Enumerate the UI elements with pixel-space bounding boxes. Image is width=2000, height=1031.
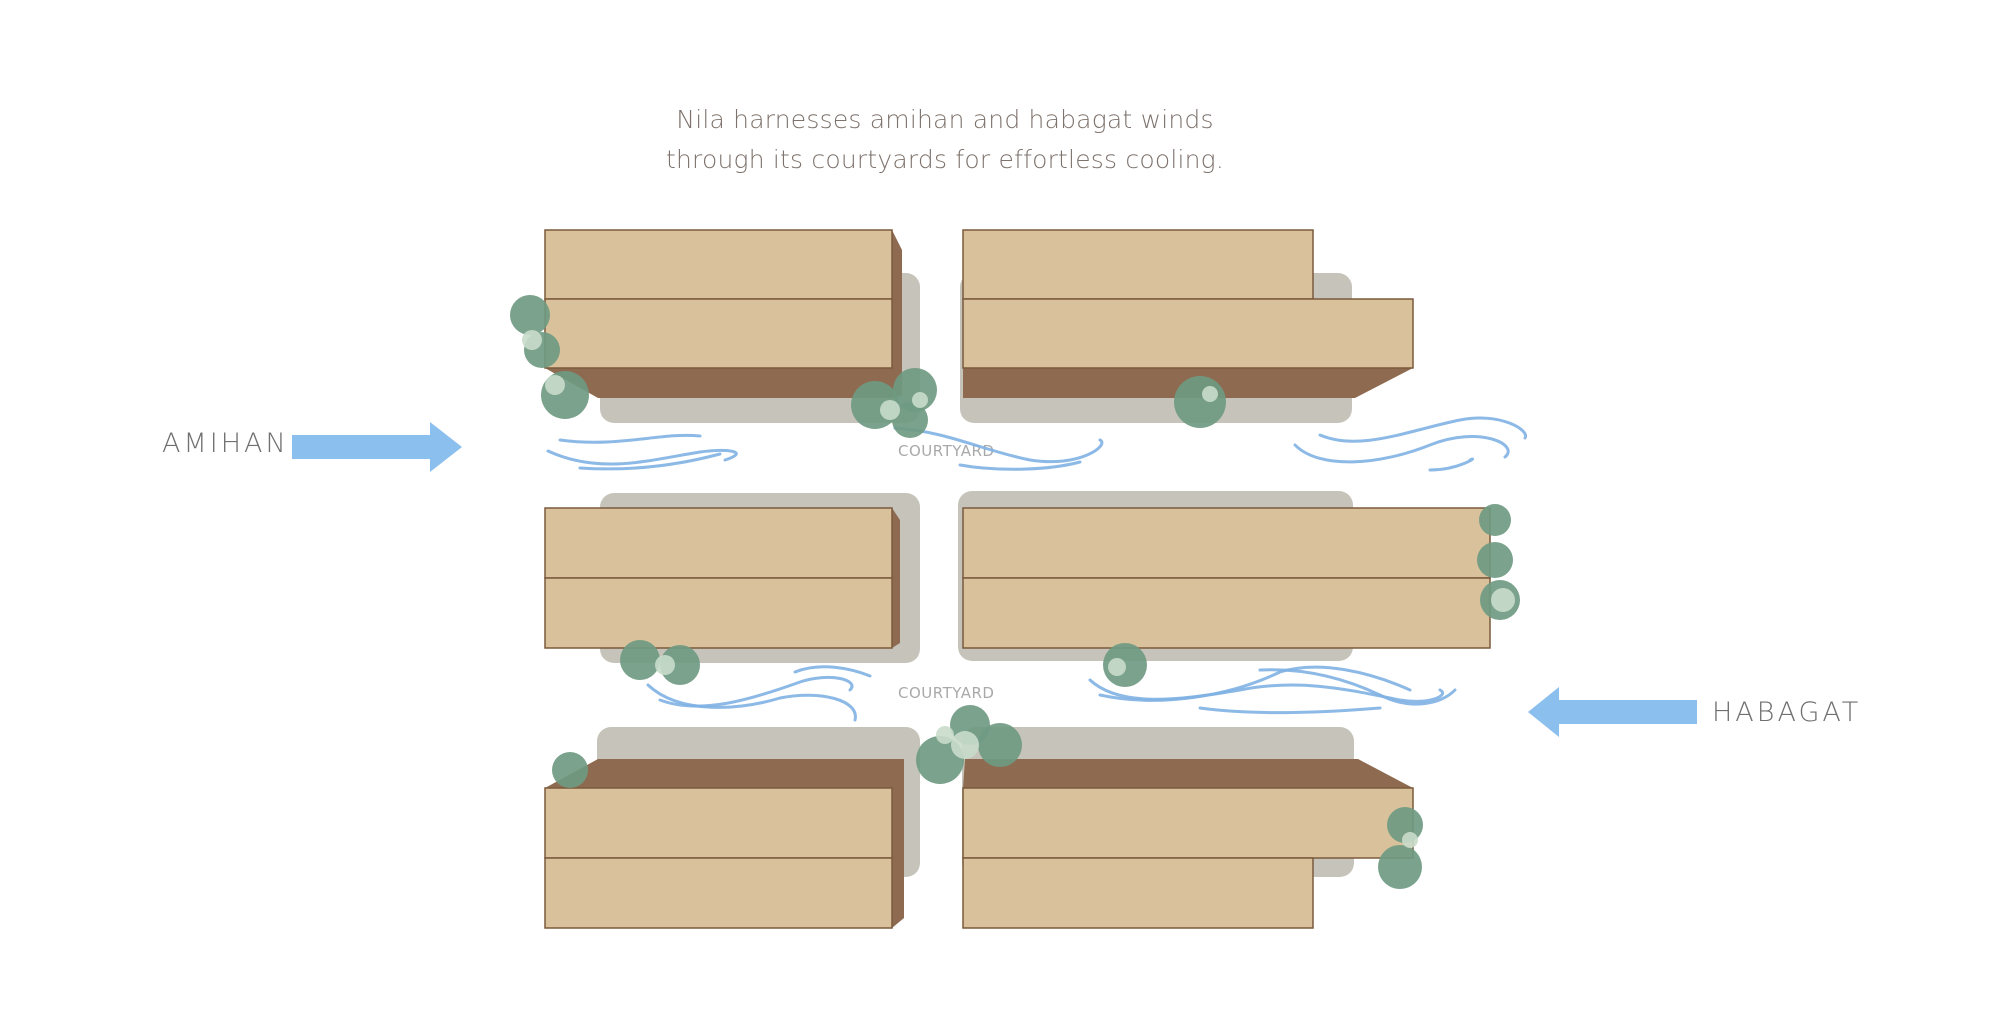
building-roof-lower (962, 857, 1314, 929)
building-roof-upper (962, 787, 1414, 859)
building-wall (545, 759, 904, 788)
building-roof-upper (962, 229, 1314, 300)
building-wall (963, 759, 1413, 788)
tree-canopy (655, 655, 675, 675)
tree-canopy (951, 731, 979, 759)
tree-canopy (660, 645, 700, 685)
building-roof-lower (544, 577, 893, 649)
tree-canopy (1402, 832, 1418, 848)
building-mid-left (544, 507, 900, 649)
tree-canopy (1479, 504, 1511, 536)
wind-wave (1258, 668, 1457, 706)
wind-waves (546, 416, 1527, 722)
tree-canopy (936, 726, 954, 744)
buildings (544, 229, 1491, 929)
building-roof-lower (962, 577, 1491, 649)
amihan-label: AMIHAN (162, 428, 289, 459)
building-roof-upper (544, 229, 893, 300)
tree-cluster (552, 752, 588, 788)
wind-wave (658, 675, 854, 708)
building-wall (892, 759, 904, 928)
tree-canopy (1202, 386, 1218, 402)
wind-wave (793, 665, 872, 678)
wind-wave (1198, 706, 1382, 715)
building-roof-upper (962, 507, 1491, 579)
habagat-arrow-icon (1528, 687, 1697, 737)
wind-wave (546, 448, 738, 466)
wind-wave (1098, 665, 1412, 702)
building-mid-right (962, 507, 1491, 649)
wind-arrows (292, 422, 1697, 737)
tree-cluster (1103, 643, 1147, 687)
tree-canopy (912, 392, 928, 408)
tree-cluster (620, 640, 700, 685)
caption: Nila harnesses amihan and habagat winds … (560, 100, 1330, 180)
tree-cluster (1174, 376, 1226, 428)
wind-wave (893, 426, 1104, 464)
building-roof-lower (544, 857, 893, 929)
building-wall (545, 368, 892, 398)
tree-canopy (880, 400, 900, 420)
trees (510, 295, 1520, 889)
building-wall (892, 508, 900, 648)
building-top-left (544, 229, 902, 398)
tree-canopy (1491, 588, 1515, 612)
tree-canopy (1174, 376, 1226, 428)
amihan-arrow-icon (292, 422, 462, 472)
tree-canopy (892, 402, 928, 438)
building-bottom-left (544, 759, 904, 929)
tree-cluster (510, 295, 589, 419)
wind-wave (1428, 457, 1474, 472)
building-roof-lower (962, 298, 1414, 369)
tree-cluster (1378, 807, 1423, 889)
tree-canopy (1108, 658, 1126, 676)
wind-wave (958, 460, 1082, 471)
building-roof-lower (544, 298, 893, 369)
habagat-label: HABAGAT (1712, 697, 1862, 728)
tree-canopy (978, 723, 1022, 767)
wind-wave (646, 683, 857, 722)
caption-line-2: through its courtyards for effortless co… (665, 145, 1225, 174)
tree-canopy (620, 640, 660, 680)
building-roof-upper (544, 787, 893, 859)
tree-canopy (522, 330, 542, 350)
courtyard-label-lower: COURTYARD (898, 684, 995, 702)
caption-line-1: Nila harnesses amihan and habagat winds (676, 105, 1214, 134)
tree-canopy (510, 295, 550, 335)
building-bottom-right (962, 759, 1414, 929)
tree-cluster (851, 368, 937, 438)
courtyard-label-upper: COURTYARD (898, 442, 995, 460)
tree-canopy (1477, 542, 1513, 578)
building-wall (892, 230, 902, 398)
tree-cluster (1477, 504, 1520, 620)
wind-wave (558, 433, 702, 444)
building-roof-upper (544, 507, 893, 579)
wind-wave (578, 452, 722, 471)
wind-wave (1318, 416, 1527, 443)
tree-canopy (552, 752, 588, 788)
building-top-right (962, 229, 1414, 398)
tree-canopy (545, 375, 565, 395)
tree-canopy (1378, 845, 1422, 889)
wind-wave (1293, 435, 1510, 464)
tree-cluster (916, 705, 1022, 784)
